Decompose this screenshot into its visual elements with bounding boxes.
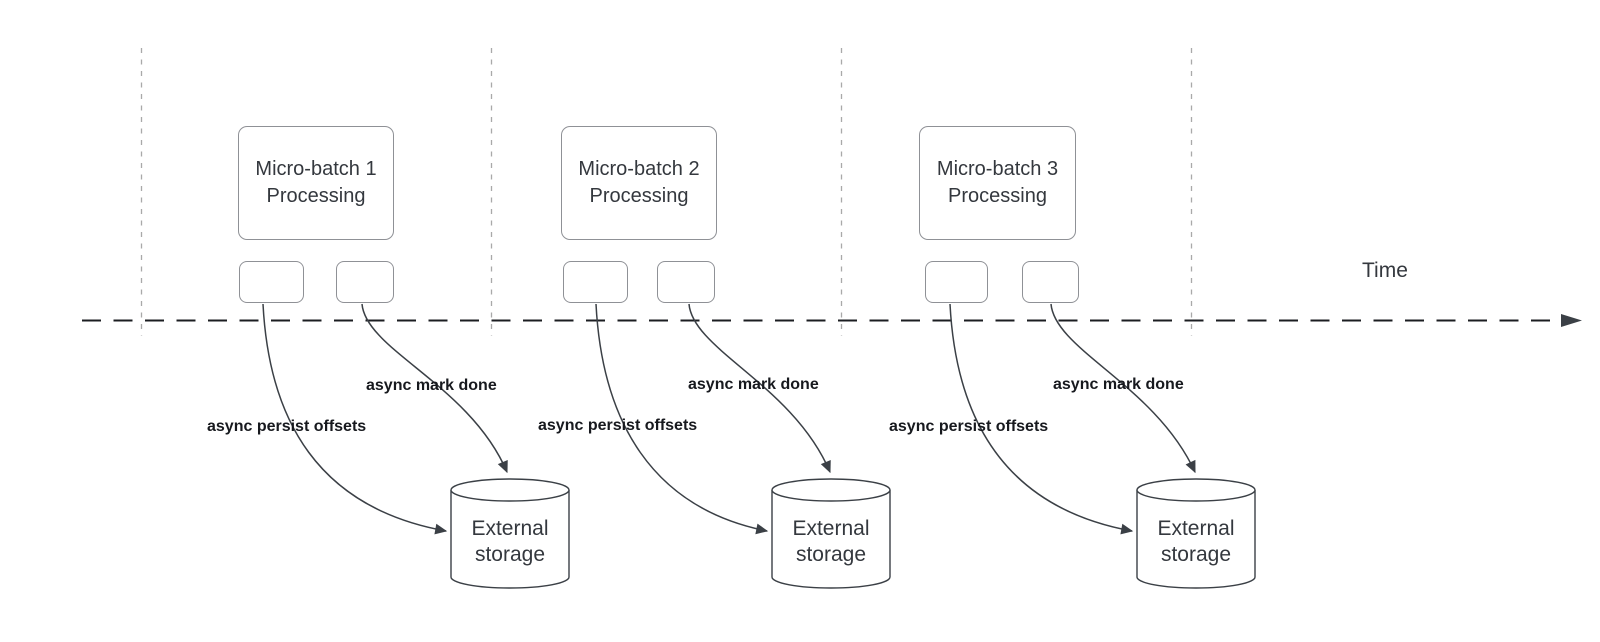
- mark-done-arrow-2: [688, 303, 831, 474]
- persist-offsets-arrow-2: [595, 303, 769, 535]
- external-storage-label-3: External storage: [1136, 516, 1256, 568]
- external-storage-label-2-line2: storage: [795, 543, 867, 566]
- micro-batch-2-title-line1: Micro-batch 2: [578, 158, 700, 180]
- micro-batch-3-title-line2: Processing: [948, 185, 1047, 207]
- micro-batch-1-title-line2: Processing: [266, 185, 366, 207]
- micro-batch-1-processing-box: Micro-batch 1 Processing: [238, 126, 394, 240]
- done-source-box-1: [336, 261, 394, 303]
- external-storage-label-1-line1: External: [471, 517, 549, 540]
- micro-batch-1-title-line1: Micro-batch 1: [255, 158, 377, 180]
- mark-done-label-2: async mark done: [688, 376, 819, 393]
- external-storage-label-2: External storage: [771, 516, 891, 568]
- mark-done-arrow-1: [361, 303, 508, 474]
- time-axis-arrowhead: [1561, 314, 1582, 327]
- micro-batch-2-title-line2: Processing: [589, 185, 689, 207]
- mark-done-arrow-3: [1050, 303, 1196, 474]
- micro-batch-2-processing-box: Micro-batch 2 Processing: [561, 126, 717, 240]
- mark-done-label-1: async mark done: [366, 377, 497, 394]
- external-storage-label-3-line2: storage: [1160, 543, 1232, 566]
- done-source-box-3: [1022, 261, 1079, 303]
- micro-batch-3-title-line1: Micro-batch 3: [936, 158, 1059, 180]
- persist-source-box-3: [925, 261, 988, 303]
- external-storage-label-3-line1: External: [1157, 517, 1235, 540]
- done-source-box-2: [657, 261, 715, 303]
- external-storage-cylinder-2: [771, 478, 891, 589]
- persist-source-box-1: [239, 261, 304, 303]
- time-axis-label: Time: [1362, 259, 1408, 282]
- persist-source-box-2: [563, 261, 628, 303]
- micro-batch-3-processing-box: Micro-batch 3 Processing: [919, 126, 1076, 240]
- persist-offsets-arrow-3: [949, 303, 1134, 535]
- external-storage-label-1: External storage: [450, 516, 570, 568]
- external-storage-cylinder-1: [450, 478, 570, 589]
- persist-offsets-label-1: async persist offsets: [207, 418, 367, 435]
- mark-done-label-3: async mark done: [1053, 376, 1184, 393]
- persist-offsets-label-3: async persist offsets: [889, 418, 1049, 435]
- persist-offsets-arrow-1: [262, 303, 448, 535]
- external-storage-label-2-line1: External: [792, 517, 870, 540]
- external-storage-label-1-line2: storage: [474, 543, 546, 566]
- external-storage-cylinder-3: [1136, 478, 1256, 589]
- persist-offsets-label-2: async persist offsets: [538, 417, 698, 434]
